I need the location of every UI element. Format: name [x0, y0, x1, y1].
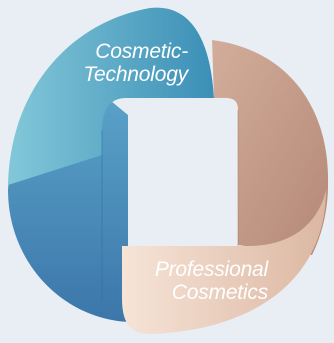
- bronze-right-band: [212, 40, 329, 255]
- professional-cosmetics-line1: Professional: [154, 258, 268, 281]
- professional-cosmetics-label: Professional Cosmetics: [120, 258, 268, 304]
- cosmetic-technology-line1: Cosmetic-: [95, 40, 188, 63]
- cosmetic-technology-label: Cosmetic- Technology: [60, 40, 188, 86]
- peach-bottom-band: [122, 190, 326, 334]
- blue-top-band: [8, 7, 214, 186]
- professional-cosmetics-line2: Cosmetics: [171, 281, 268, 304]
- cosmetic-technology-line2: Technology: [83, 63, 188, 86]
